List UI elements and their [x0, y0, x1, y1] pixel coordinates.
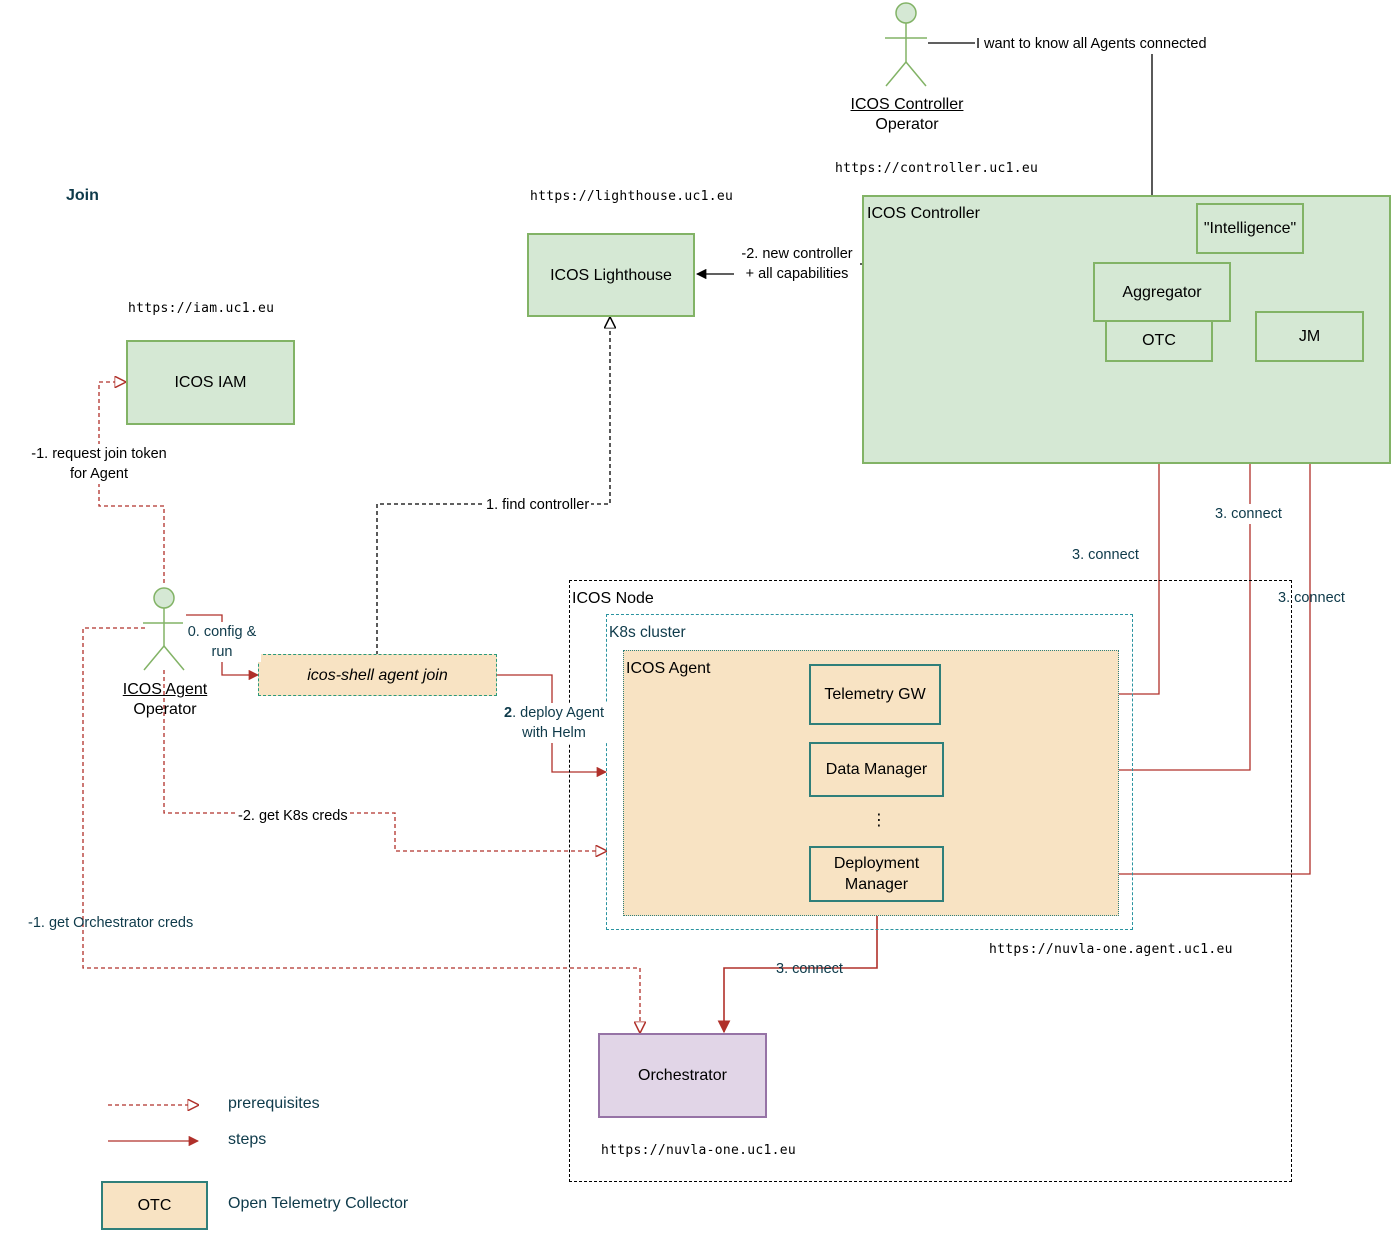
agent-operator-name: ICOS Agent	[122, 681, 208, 698]
new-controller-line1: -2. new controller	[741, 246, 853, 262]
legend-steps: steps	[228, 1131, 267, 1148]
orchestrator-url: https://nuvla-one.uc1.eu	[601, 1143, 797, 1158]
request-token-line1: -1. request join token	[31, 446, 167, 462]
data-manager-box[interactable]: Data Manager	[809, 742, 944, 797]
telemetry-gw-box[interactable]: Telemetry GW	[809, 664, 941, 725]
edge-connect-orchestrator	[717, 902, 878, 1034]
new-controller-label: -2. new controller + all capabilities	[734, 244, 860, 284]
legend-otc-description: Open Telemetry Collector	[228, 1195, 409, 1212]
deployment-manager-label-2: Manager	[844, 876, 909, 893]
controller-operator-icon	[885, 2, 927, 87]
shell-join-label: icos-shell agent join	[307, 666, 448, 684]
orchestrator-box-label: Orchestrator	[638, 1067, 727, 1084]
find-controller-label: 1. find controller	[484, 495, 592, 515]
controller-url: https://controller.uc1.eu	[835, 161, 1039, 176]
node-title: ICOS Node	[572, 590, 654, 607]
lighthouse-box[interactable]: ICOS Lighthouse	[527, 233, 695, 317]
legend-prerequisites: prerequisites	[228, 1095, 320, 1112]
new-controller-line2: + all capabilities	[745, 266, 849, 282]
legend-otc-box-label: OTC	[137, 1197, 172, 1214]
otc-box-label: OTC	[1142, 332, 1176, 349]
deploy-agent-step: 2	[504, 705, 513, 721]
node-container[interactable]: ICOS Node	[569, 580, 1292, 1182]
shell-join-box[interactable]: icos-shell agent join	[258, 654, 497, 696]
edge-request-token	[98, 382, 165, 583]
edge-get-k8s-creds	[163, 670, 606, 851]
agent-url: https://nuvla-one.agent.uc1.eu	[989, 942, 1233, 957]
deploy-agent-line1: . deploy Agent	[512, 705, 604, 721]
iam-url: https://iam.uc1.eu	[128, 301, 275, 316]
lighthouse-box-label: ICOS Lighthouse	[550, 266, 672, 284]
agent-title: ICOS Agent	[626, 660, 711, 677]
k8s-cluster-container[interactable]: K8s cluster	[606, 614, 1133, 930]
controller-title: ICOS Controller	[867, 205, 980, 222]
request-token-label: -1. request join token for Agent	[22, 444, 176, 484]
deploy-agent-line2: with Helm	[522, 725, 586, 741]
connect-orchestrator-label: 3. connect	[776, 961, 843, 977]
agent-operator-label: ICOS Agent Operator	[104, 680, 226, 720]
connect-otc-label: 3. connect	[1070, 545, 1141, 565]
orchestrator-box[interactable]: Orchestrator	[598, 1033, 767, 1118]
connect-intelligence-label: 3. connect	[1213, 504, 1284, 524]
get-orch-creds-label: -1. get Orchestrator creds	[28, 915, 194, 931]
telemetry-gw-label: Telemetry GW	[824, 686, 926, 703]
connect-jm-label: 3. connect	[1278, 590, 1345, 606]
data-manager-label: Data Manager	[825, 761, 928, 778]
get-k8s-creds-label: -2. get K8s creds	[236, 806, 350, 826]
config-run-label: 0. config & run	[183, 622, 261, 662]
lighthouse-url: https://lighthouse.uc1.eu	[530, 189, 734, 204]
legend-otc-box: OTC	[101, 1181, 208, 1230]
iam-box-label: ICOS IAM	[174, 374, 247, 391]
want-to-know-label: I want to know all Agents connected	[975, 34, 1208, 54]
more-components-ellipsis: ⋮	[871, 812, 887, 829]
jm-box[interactable]: JM	[1255, 311, 1364, 362]
aggregator-box[interactable]: Aggregator	[1093, 262, 1231, 322]
config-run-line2: run	[211, 644, 233, 660]
intelligence-box-label: "Intelligence"	[1203, 220, 1297, 237]
deploy-agent-label: 2. deploy Agent with Helm	[497, 703, 611, 743]
edge-get-orch-creds	[82, 627, 640, 1032]
config-run-line1: 0. config &	[187, 624, 257, 640]
deployment-manager-label-1: Deployment	[833, 855, 920, 872]
aggregator-box-label: Aggregator	[1122, 283, 1202, 301]
intelligence-box[interactable]: "Intelligence"	[1196, 203, 1304, 254]
controller-operator-name: ICOS Controller	[850, 96, 964, 113]
controller-operator-label: ICOS Controller Operator	[840, 95, 974, 135]
jm-box-label: JM	[1298, 328, 1321, 345]
agent-operator-role: Operator	[133, 701, 197, 718]
section-title: Join	[66, 187, 99, 204]
iam-box[interactable]: ICOS IAM	[126, 340, 295, 425]
otc-box[interactable]: OTC	[1105, 319, 1213, 362]
controller-operator-role: Operator	[875, 116, 939, 133]
k8s-cluster-title: K8s cluster	[609, 624, 686, 641]
agent-operator-icon	[143, 587, 185, 671]
request-token-line2: for Agent	[69, 466, 129, 482]
deployment-manager-box[interactable]: Deployment Manager	[809, 846, 944, 902]
